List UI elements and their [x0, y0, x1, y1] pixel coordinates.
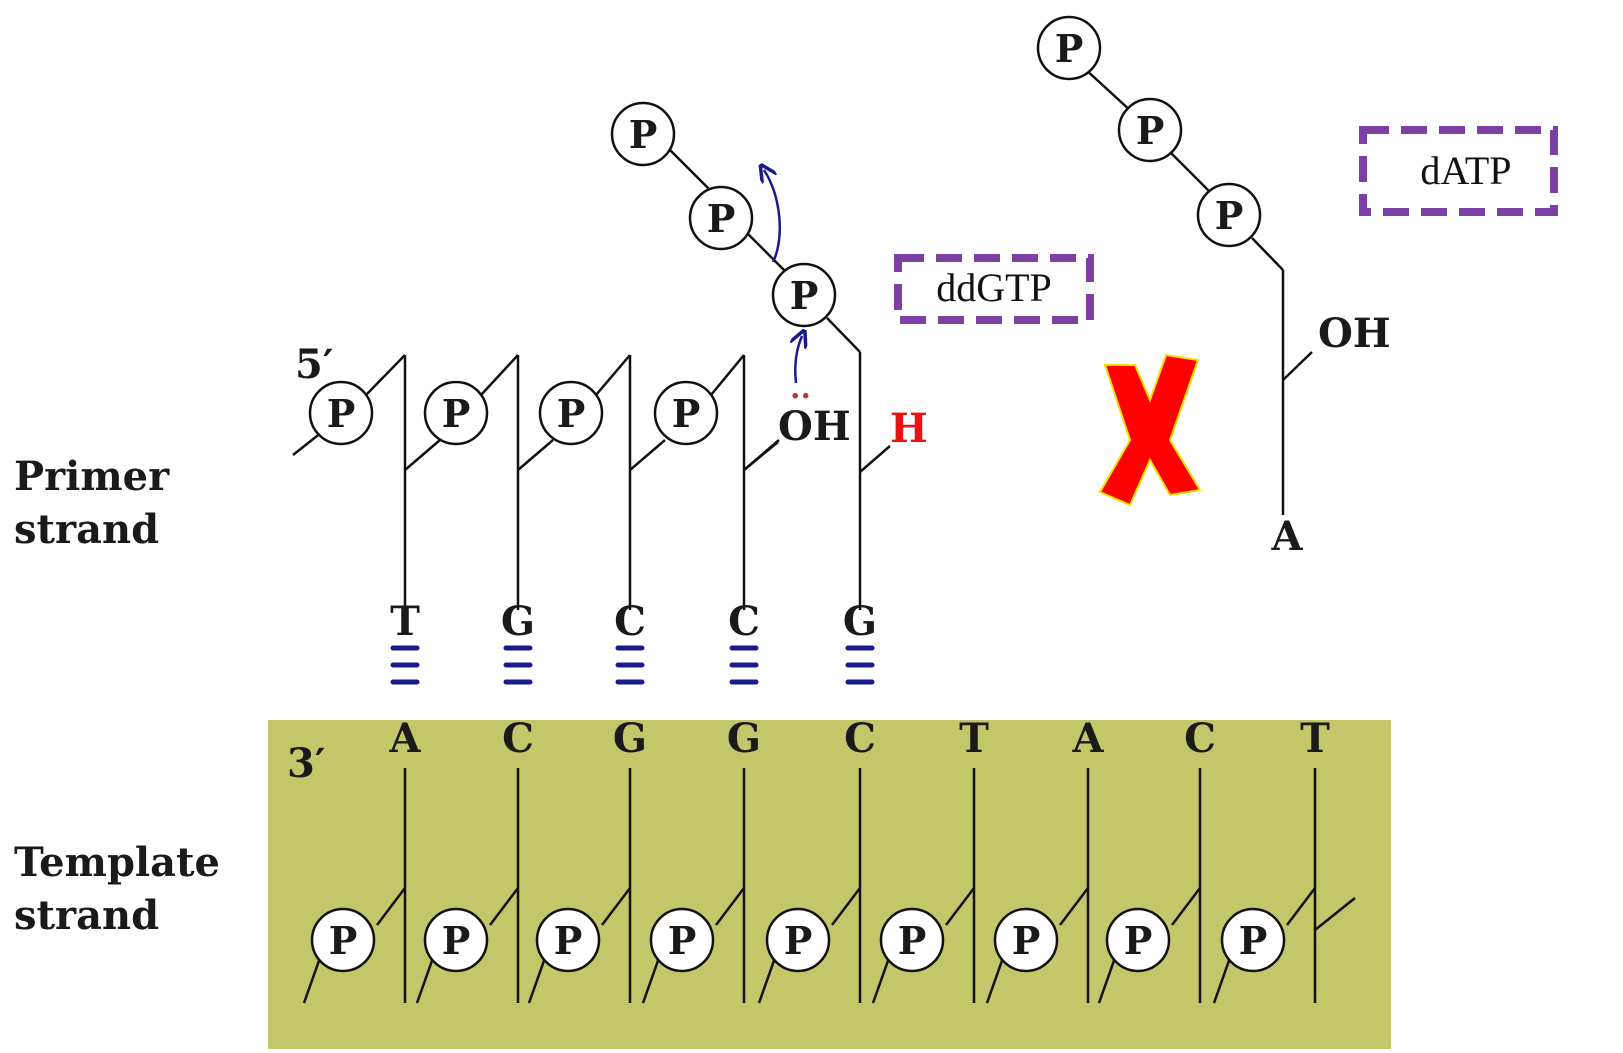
svg-text:P: P: [442, 391, 471, 436]
svg-text:P: P: [1215, 193, 1244, 238]
svg-text:P: P: [784, 918, 813, 963]
datp-phosphate-beta: P: [1117, 97, 1183, 163]
template-base: A: [388, 715, 421, 762]
svg-text:P: P: [1124, 918, 1153, 963]
ddgtp-label-box: ddGTP: [894, 254, 1094, 324]
svg-text:P: P: [442, 918, 471, 963]
template-phosphate: P: [649, 907, 715, 973]
svg-text:P: P: [1012, 918, 1041, 963]
svg-text:P: P: [629, 112, 658, 157]
ddgtp-3prime-h: H: [890, 405, 928, 452]
primer-phosphate: P: [653, 380, 719, 446]
template-phosphate: P: [535, 907, 601, 973]
template-base: A: [1071, 715, 1104, 762]
primer-tail: [292, 431, 323, 456]
svg-text:P: P: [672, 391, 701, 436]
hydrogen-bond: [615, 645, 645, 685]
datp-phosphate-alpha: P: [1196, 182, 1262, 248]
pyrophosphate-leaving-arrow: [764, 170, 782, 263]
template-strand-label-line1: Template: [14, 839, 220, 886]
primer-3prime-link: [743, 441, 779, 471]
svg-text:P: P: [898, 918, 927, 963]
primer-nucleotide: P: [423, 354, 554, 610]
template-3prime-label: 3′: [287, 740, 325, 787]
datp-label-box: dATP: [1359, 126, 1558, 216]
primer-base: G: [501, 598, 535, 645]
primer-phosphate: P: [423, 380, 489, 446]
svg-text:ddGTP: ddGTP: [936, 265, 1052, 310]
template-nucleotide: TP: [871, 715, 989, 1004]
template-base: C: [502, 715, 534, 762]
template-base: G: [727, 715, 761, 762]
primer-base: T: [390, 598, 420, 645]
template-phosphate: P: [423, 907, 489, 973]
template-phosphate: P: [765, 907, 831, 973]
template-base: G: [613, 715, 647, 762]
template-base: T: [959, 715, 989, 762]
svg-text:P: P: [707, 196, 736, 241]
template-phosphate: P: [879, 907, 945, 973]
svg-text:dATP: dATP: [1420, 148, 1511, 193]
hydrogen-bond: [503, 645, 533, 685]
template-nucleotide: AP: [985, 715, 1104, 1004]
svg-text:P: P: [1239, 918, 1268, 963]
template-phosphate: P: [310, 907, 376, 973]
template-base: C: [844, 715, 876, 762]
primer-3prime-oh: OH: [778, 403, 851, 450]
template-strand-background: [268, 720, 1391, 1049]
template-base: C: [1184, 715, 1216, 762]
template-phosphate: P: [1220, 907, 1286, 973]
blocked-x-icon: [1098, 353, 1202, 507]
primer-strand-label-line1: Primer: [14, 453, 170, 500]
datp-3prime-oh: OH: [1318, 310, 1391, 357]
template-nucleotide: AP: [302, 715, 421, 1004]
template-nucleotide: GP: [641, 715, 761, 1004]
hydrogen-bonds: [390, 645, 875, 685]
template-nucleotide: CP: [1097, 715, 1216, 1004]
svg-text:P: P: [329, 918, 358, 963]
template-nucleotide: TP: [1212, 715, 1330, 1004]
datp-phosphate-gamma: P: [1036, 15, 1102, 81]
primer-nucleotide: P: [653, 354, 780, 610]
template-nucleotide: CP: [415, 715, 534, 1004]
svg-text:P: P: [1055, 26, 1084, 71]
datp-base: A: [1270, 513, 1303, 560]
primer-phosphate: P: [308, 380, 374, 446]
primer-base: C: [728, 598, 760, 645]
ddgtp-phosphate-gamma: P: [610, 101, 676, 167]
template-phosphate: P: [993, 907, 1059, 973]
template-tail: [1314, 897, 1356, 931]
primer-5prime-label: 5′: [295, 341, 333, 388]
svg-text:P: P: [1136, 108, 1165, 153]
template-base: T: [1300, 715, 1330, 762]
primer-base: C: [614, 598, 646, 645]
svg-text:P: P: [790, 273, 819, 318]
hydrogen-bond: [390, 645, 420, 685]
hydrogen-bond: [845, 645, 875, 685]
primer-nucleotide: P: [538, 354, 666, 610]
primer-strand-label-line2: strand: [14, 506, 159, 553]
primer-nucleotide: P: [308, 354, 441, 610]
svg-text:P: P: [668, 918, 697, 963]
template-nucleotide: CP: [757, 715, 876, 1004]
hydrogen-bond: [729, 645, 759, 685]
datp-nucleotide: [1083, 67, 1313, 515]
svg-text:P: P: [327, 391, 356, 436]
attack-arrow: [795, 336, 802, 384]
primer-phosphate: P: [538, 380, 604, 446]
svg-text:P: P: [557, 391, 586, 436]
template-phosphate: P: [1105, 907, 1171, 973]
ddgtp-phosphate-alpha: P: [771, 262, 837, 328]
template-nucleotide: GP: [527, 715, 647, 1004]
svg-text:P: P: [554, 918, 583, 963]
template-strand-label-line2: strand: [14, 892, 159, 939]
ddgtp-phosphate-beta: P: [688, 185, 754, 251]
lone-pair-dots: ..: [790, 371, 811, 406]
